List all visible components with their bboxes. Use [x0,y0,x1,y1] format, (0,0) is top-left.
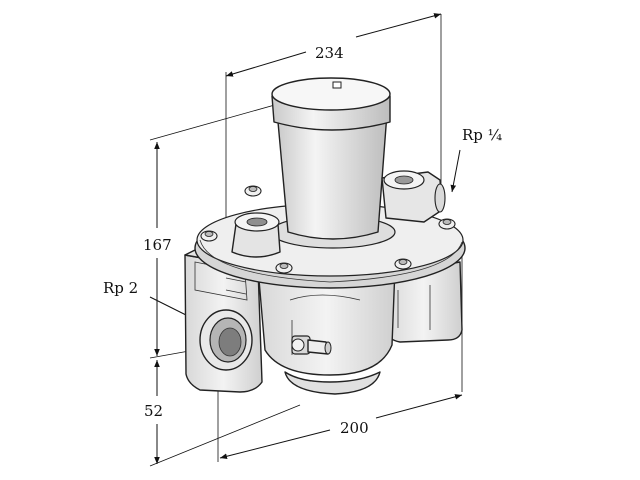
dimension-depth-label: 200 [340,419,369,437]
bolt-icon [275,262,293,274]
bolt-icon [244,185,262,197]
dimension-inlet-height-label: 52 [144,402,163,420]
dimension-height-label: 167 [143,236,172,254]
inlet-connection-label: Rp 2 [103,279,138,297]
spring-housing [271,77,391,240]
flange-bolts [200,185,456,274]
dimension-234-line [225,13,442,77]
vent-cap [231,212,281,258]
bolt-icon [438,218,456,230]
dimension-width-label: 234 [315,44,344,62]
outlet-connection-label: Rp ¼ [462,126,503,144]
inlet-port [199,309,253,371]
outlet-boss [381,170,446,223]
test-nipple [291,335,332,355]
dimension-200-line [219,394,463,459]
regulator-body [184,77,466,395]
bolt-icon [200,230,218,242]
bolt-icon [394,258,412,270]
